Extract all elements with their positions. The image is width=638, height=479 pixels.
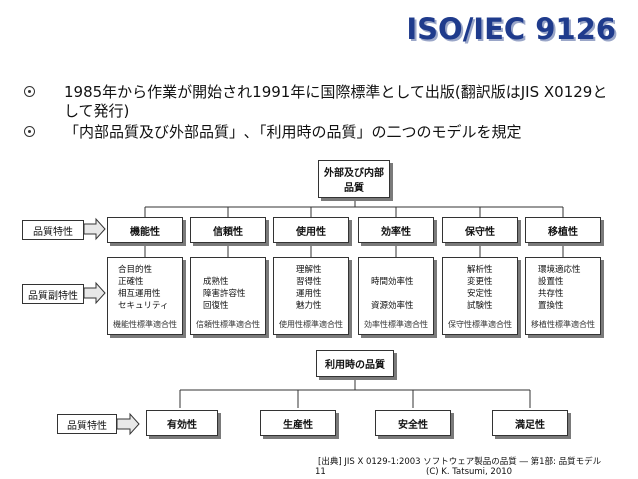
subchar-list: 環境適応性 設置性 共存性 置換性 (526, 264, 600, 312)
conformance-label: 保守性標準適合性 (448, 320, 512, 329)
subchar-item: 成熟性 (203, 277, 229, 287)
subchar-item: 試験性 (467, 301, 493, 311)
subchar-item: 設置性 (538, 277, 564, 287)
subchar-box-efficiency: 時間効率性 資源効率性 効率性標準適合性 (358, 257, 434, 335)
subchar-list: 時間効率性 資源効率性 (359, 276, 433, 312)
conformance-label: 使用性標準適合性 (279, 320, 343, 329)
bullet-text: 「内部品質及び外部品質」､「利用時の品質」の二つのモデルを規定 (64, 123, 522, 141)
subchar-box-usability: 理解性 習得性 運用性 魅力性 使用性標準適合性 (273, 257, 349, 335)
subchar-item: セキュリティ (118, 301, 169, 311)
subchar-item: 変更性 (467, 277, 493, 287)
subchar-item: 解析性 (467, 265, 493, 275)
subchar-item: 置換性 (538, 301, 564, 311)
subchar-box-functionality: 合目的性 正確性 相互運用性 セキュリティ 機能性標準適合性 (107, 257, 183, 335)
characteristic-usability: 使用性 (273, 217, 349, 243)
bullet-text: 1985年から作業が開始され1991年に国際標準として出版(翻訳版はJIS X0… (64, 83, 608, 120)
characteristic-productivity: 生産性 (260, 410, 336, 436)
subchar-item: 運用性 (296, 289, 322, 299)
subchar-box-reliability: 成熟性 障害許容性 回復性 信頼性標準適合性 (190, 257, 266, 335)
characteristic-functionality: 機能性 (107, 217, 183, 243)
subchar-item: 相互運用性 (118, 289, 161, 299)
root-label: 外部及び内部 品質 (324, 168, 384, 194)
characteristic-label: 品質特性 (22, 220, 84, 240)
source-citation: [出典] JIS X 0129-1:2003 ソフトウェア製品の品質 ― 第1部… (318, 457, 602, 467)
page-number: 11 (315, 467, 326, 477)
characteristic-portability: 移植性 (525, 217, 601, 243)
characteristic-maintainability: 保守性 (442, 217, 518, 243)
characteristic-efficiency: 効率性 (358, 217, 434, 243)
conformance-label: 効率性標準適合性 (364, 320, 428, 329)
subchar-item: 時間効率性 (371, 277, 414, 287)
characteristic-effectiveness: 有効性 (146, 410, 218, 436)
characteristic-label: 品質特性 (57, 414, 117, 434)
characteristic-reliability: 信頼性 (190, 217, 266, 243)
subchar-list: 成熟性 障害許容性 回復性 (191, 276, 265, 312)
subchar-box-portability: 環境適応性 設置性 共存性 置換性 移植性標準適合性 (525, 257, 601, 335)
subchar-item: 回復性 (203, 301, 229, 311)
subchar-item: 共存性 (538, 289, 564, 299)
subchar-item: 安定性 (467, 289, 493, 299)
subchar-list: 合目的性 正確性 相互運用性 セキュリティ (108, 264, 182, 312)
conformance-label: 信頼性標準適合性 (196, 320, 260, 329)
subchar-list: 解析性 変更性 安定性 試験性 (443, 264, 517, 312)
bullet-item: 1985年から作業が開始され1991年に国際標準として出版(翻訳版はJIS X0… (22, 83, 622, 121)
subchar-list: 理解性 習得性 運用性 魅力性 (274, 264, 348, 312)
page-title: ISO/IEC 9126 (406, 12, 616, 46)
subchar-item: 理解性 (296, 265, 322, 275)
conformance-label: 機能性標準適合性 (113, 320, 177, 329)
bullet-item: 「内部品質及び外部品質」､「利用時の品質」の二つのモデルを規定 (22, 123, 622, 142)
bullet-list: 1985年から作業が開始され1991年に国際標準として出版(翻訳版はJIS X0… (22, 83, 622, 144)
subchar-item: 習得性 (296, 277, 322, 287)
subchar-item (371, 288, 433, 300)
subchar-box-maintainability: 解析性 変更性 安定性 試験性 保守性標準適合性 (442, 257, 518, 335)
root-box-internal-external: 外部及び内部 品質 (318, 160, 390, 198)
subcharacteristic-label: 品質副特性 (22, 284, 84, 304)
conformance-label: 移植性標準適合性 (531, 320, 595, 329)
subchar-item: 魅力性 (296, 301, 322, 311)
subchar-item: 障害許容性 (203, 289, 246, 299)
bullet-icon (24, 86, 35, 97)
characteristic-safety: 安全性 (375, 410, 451, 436)
subchar-item: 環境適応性 (538, 265, 581, 275)
subchar-item: 資源効率性 (371, 301, 414, 311)
bullet-icon (24, 126, 35, 137)
copyright: (C) K. Tatsumi, 2010 (426, 467, 513, 477)
characteristic-satisfaction: 満足性 (492, 410, 568, 436)
subchar-item: 合目的性 (118, 265, 153, 275)
subchar-item: 正確性 (118, 277, 144, 287)
root-box-quality-in-use: 利用時の品質 (316, 350, 394, 377)
